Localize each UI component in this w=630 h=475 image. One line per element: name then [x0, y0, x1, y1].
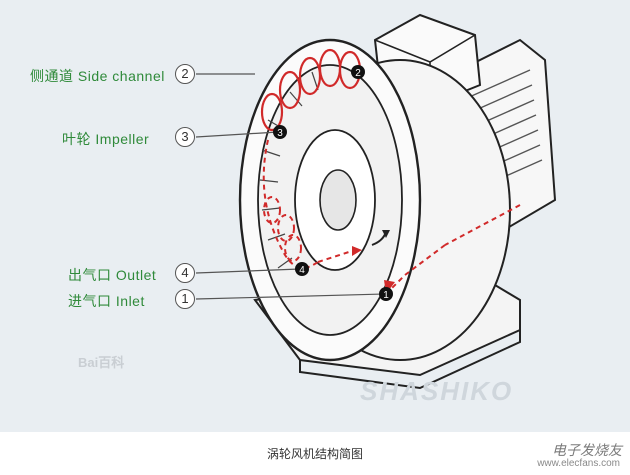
callout-1: 1	[175, 289, 195, 309]
callout-2: 2	[175, 64, 195, 84]
shaft	[319, 169, 357, 231]
baidu-watermark: Bai百科	[78, 355, 125, 370]
elecfans-logo: 电子发烧友	[552, 442, 622, 458]
leader-lines	[195, 73, 386, 300]
marker-1-label: 1	[383, 290, 389, 301]
label-inlet-en: Inlet	[115, 293, 145, 309]
callout-3: 3	[175, 127, 195, 147]
label-outlet-zh: 出气口	[68, 267, 112, 283]
callout-4: 4	[175, 263, 195, 283]
figure-caption: 涡轮风机结构简图	[266, 447, 363, 461]
label-side-channel-en: Side channel	[77, 68, 165, 84]
label-impeller: 叶轮 Impeller	[62, 129, 149, 149]
bottom-watermark: SHASHIKO	[360, 376, 514, 406]
label-side-channel: 侧通道 Side channel	[30, 66, 165, 86]
base-edge	[299, 330, 521, 390]
marker-1: 1	[379, 287, 393, 301]
marker-3: 3	[273, 125, 287, 139]
marker-2-label: 2	[355, 68, 361, 79]
label-inlet-zh: 进气口	[68, 293, 112, 309]
blower-drawing: 2 3 4 1	[195, 13, 557, 390]
label-inlet: 进气口 Inlet	[68, 291, 145, 311]
elecfans-url: www.elecfans.com	[537, 458, 620, 469]
marker-3-label: 3	[277, 128, 283, 139]
marker-4-label: 4	[299, 265, 305, 276]
label-impeller-en: Impeller	[95, 131, 150, 147]
label-impeller-zh: 叶轮	[62, 131, 91, 147]
rotation-arrowhead	[382, 230, 390, 238]
outlet-arrowhead	[352, 246, 362, 256]
label-outlet-en: Outlet	[115, 267, 157, 283]
label-side-channel-zh: 侧通道	[30, 68, 74, 84]
label-outlet: 出气口 Outlet	[68, 265, 156, 285]
marker-4: 4	[295, 262, 309, 276]
blower-figure: 2 3 4 1 侧通道 Side channel 2 叶轮 Impeller	[0, 0, 630, 432]
marker-2: 2	[351, 65, 365, 79]
